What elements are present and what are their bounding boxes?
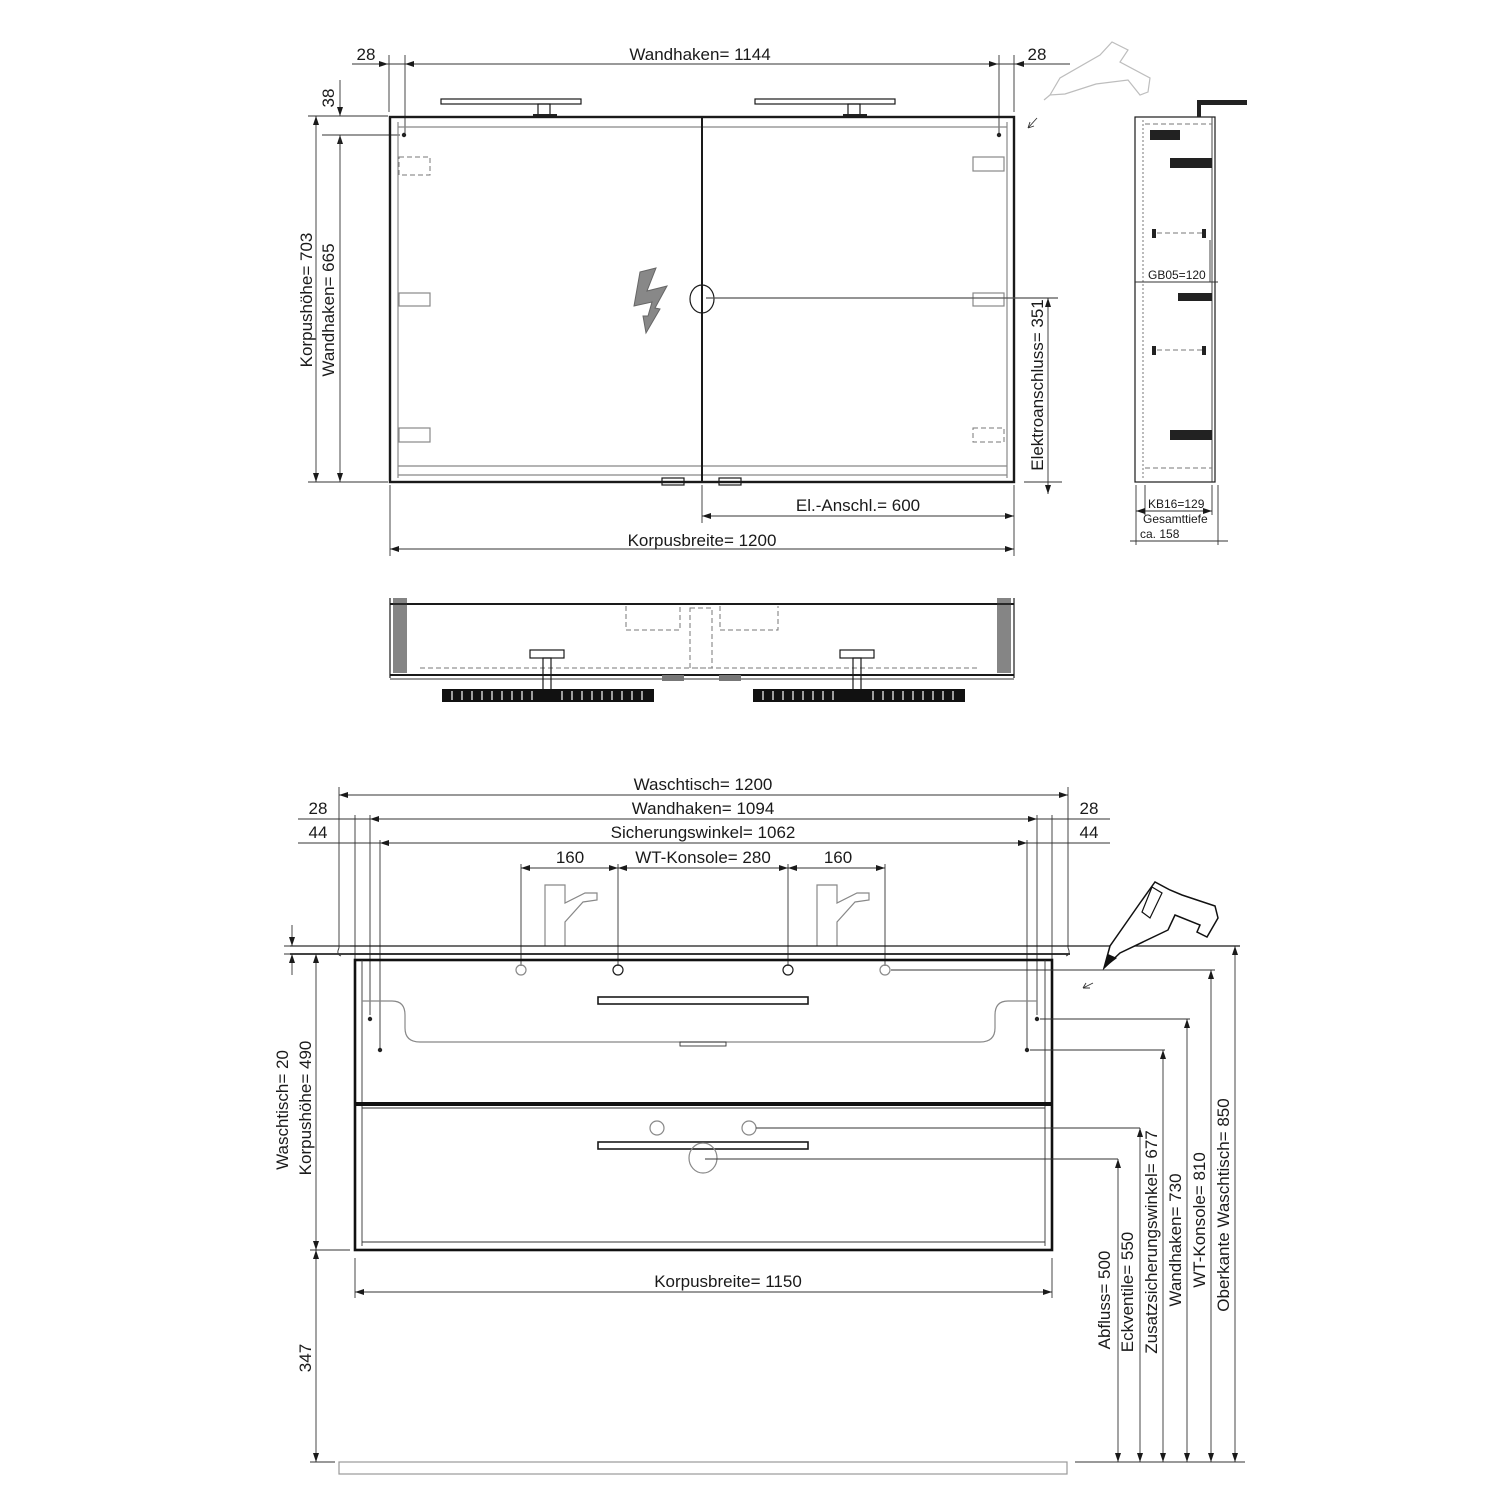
console-hole — [612, 964, 624, 976]
drain-icon — [688, 1142, 718, 1174]
offset-44-right: 44 — [1080, 823, 1099, 842]
korpushoehe-vanity-label: Korpushöhe= 490 — [296, 1041, 315, 1176]
faucet-right-icon — [816, 884, 870, 946]
eckventile-label: Eckventile= 550 — [1118, 1232, 1137, 1353]
waschtisch-height-label: Waschtisch= 20 — [273, 1050, 292, 1170]
sicherungswinkel-label: Sicherungswinkel= 1062 — [611, 823, 796, 842]
konsole-right-label: 160 — [824, 848, 852, 867]
lamp-top-left — [442, 689, 654, 702]
drill-icon — [1082, 881, 1219, 989]
drill-icon — [1043, 41, 1151, 101]
lamp-right — [754, 98, 896, 105]
wt-konsole-height-label: WT-Konsole= 810 — [1190, 1152, 1209, 1288]
right-offset-label: 28 — [1028, 45, 1047, 64]
kb16-label: KB16=129 — [1148, 497, 1205, 511]
offset-44-left: 44 — [309, 823, 328, 842]
wandhaken-width-label: Wandhaken= 1144 — [629, 45, 770, 64]
abfluss-label: Abfluss= 500 — [1095, 1251, 1114, 1350]
mirror-cabinet-side-view: GB05=120 KB16=129 Gesamttiefe ca. 158 — [1130, 100, 1247, 545]
drill-arrow-icon — [1027, 117, 1038, 129]
basin-outline — [362, 1000, 1037, 1043]
drill-arrow-icon — [1082, 982, 1094, 989]
console-hole — [515, 964, 527, 976]
lamp-left — [440, 98, 582, 105]
angle-valve-left — [649, 1120, 665, 1136]
floor-gap-label: 347 — [296, 1344, 315, 1372]
electric-outlet-icon — [689, 284, 715, 314]
wandhaken-width-label-vanity: Wandhaken= 1094 — [632, 799, 775, 818]
hinge-mechanism — [393, 598, 1011, 673]
wt-konsole-label: WT-Konsole= 280 — [635, 848, 771, 867]
hinge-details — [1150, 130, 1212, 440]
lamp-top-right — [753, 689, 965, 702]
console-hole — [782, 964, 794, 976]
oberkante-waschtisch-label: Oberkante Waschtisch= 850 — [1214, 1098, 1233, 1311]
console-hole — [879, 964, 891, 976]
offset-28-right: 28 — [1080, 799, 1099, 818]
el-anschl-label: El.-Anschl.= 600 — [796, 496, 920, 515]
drawer-handle-top — [597, 996, 809, 1005]
wandhaken-height-vanity-label: Wandhaken= 730 — [1166, 1173, 1185, 1306]
offset-28-left: 28 — [309, 799, 328, 818]
waschtisch-width-label: Waschtisch= 1200 — [634, 775, 773, 794]
drawer-handle-bottom — [597, 1141, 809, 1150]
floor-line — [338, 1461, 1068, 1475]
konsole-left-label: 160 — [556, 848, 584, 867]
mirror-cabinet-front-view: Wandhaken= 1144 28 28 38 Korpushöhe= 703… — [297, 41, 1151, 556]
wandhaken-height-label: Wandhaken= 665 — [319, 243, 338, 376]
mirror-cabinet-top-view — [389, 598, 1015, 702]
korpusbreite-label: Korpusbreite= 1200 — [628, 531, 777, 550]
gesamttiefe-label: Gesamttiefe — [1143, 512, 1208, 526]
vanity-front-view: Waschtisch= 1200 Wandhaken= 1094 28 28 S… — [273, 775, 1245, 1475]
lightning-bolt-icon — [633, 267, 668, 335]
gb05-label: GB05=120 — [1148, 268, 1206, 282]
elektroanschluss-label: Elektroanschluss= 351 — [1028, 299, 1047, 471]
korpusbreite-vanity-label: Korpusbreite= 1150 — [654, 1272, 802, 1291]
left-offset-label: 28 — [357, 45, 376, 64]
faucet-left-icon — [544, 884, 598, 946]
angle-valve-right — [741, 1120, 757, 1136]
gesamttiefe-value: ca. 158 — [1140, 527, 1180, 541]
zusatzsicherungswinkel-label: Zusatzsicherungswinkel= 677 — [1142, 1130, 1161, 1353]
top-offset-label: 38 — [319, 89, 338, 108]
side-body — [1134, 116, 1216, 483]
korpushoehe-label: Korpushöhe= 703 — [297, 233, 316, 368]
